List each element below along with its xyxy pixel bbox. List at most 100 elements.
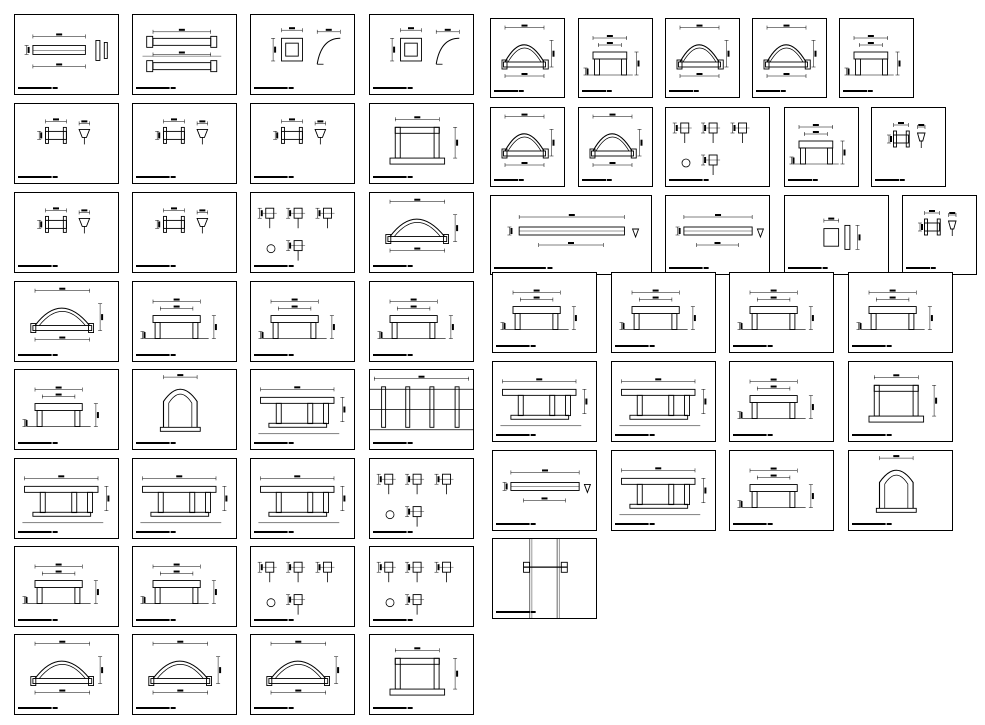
title-block-bar [18, 707, 52, 709]
panel-drawing-handle-legs [619, 467, 707, 516]
title-block-bar [407, 354, 413, 356]
drawing-sheet-panel [369, 369, 474, 450]
title-block-bar [530, 523, 536, 525]
title-block-bar [18, 265, 52, 267]
title-block-bar [852, 523, 886, 525]
panel-drawing-door-pull [523, 538, 568, 619]
drawing-sheet-panel [492, 272, 597, 353]
title-block-bar [288, 176, 294, 178]
panel-drawing-arch-tall [875, 455, 917, 513]
drawing-sheet-panel [490, 18, 565, 98]
panel-drawing-handle [856, 289, 933, 330]
title-block-bar [170, 265, 176, 267]
title-block-bar [547, 267, 553, 269]
panel-frame [250, 369, 355, 450]
panel-frame [369, 192, 474, 273]
title-block-bar [494, 267, 546, 269]
title-block-bar [254, 619, 288, 621]
panel-drawing-handle-legs [22, 475, 110, 524]
drawing-sheet-panel [14, 369, 119, 450]
drawing-sheet-panel [369, 192, 474, 273]
panel-drawing-arch [589, 113, 643, 167]
title-block-bar [518, 90, 524, 92]
panel-drawing-arch [676, 24, 730, 78]
title-block-bar [733, 345, 767, 347]
title-block-bar [767, 434, 773, 436]
title-block-bar [52, 531, 58, 533]
panel-drawing-handle [140, 298, 217, 339]
panel-drawing-arch [148, 640, 222, 695]
drawing-sheet-panel [132, 192, 237, 273]
panel-frame [492, 538, 597, 619]
title-block-bar [373, 176, 407, 178]
panel-drawing-handle-legs [258, 386, 346, 435]
drawing-sheet-panel [729, 450, 834, 531]
title-block-bar [530, 611, 536, 613]
panel-drawing-bar-long [502, 469, 592, 503]
title-block-bar [407, 707, 413, 709]
panel-frame [250, 192, 355, 273]
title-block-bar [52, 442, 58, 444]
panel-drawing-handle-legs [140, 475, 228, 524]
panel-frame [752, 18, 827, 98]
panel-drawing-handle-legs [500, 378, 588, 427]
title-block-bar [812, 179, 818, 181]
panel-frame [578, 107, 653, 187]
title-block-bar [288, 442, 294, 444]
title-block-bar [703, 179, 709, 181]
title-block-bar [669, 267, 703, 269]
drawing-sheet-panel [902, 195, 977, 275]
panel-drawing-handle-tall [868, 374, 938, 423]
title-block-bar [843, 90, 867, 92]
drawing-sheet-panel [369, 546, 474, 627]
drawing-sheet-panel [848, 450, 953, 531]
panel-frame [492, 272, 597, 353]
panel-frame [132, 281, 237, 362]
panel-drawing-arch-tall [159, 374, 201, 432]
panel-drawing-fittings [257, 207, 335, 261]
drawing-sheet-panel [14, 458, 119, 539]
panel-drawing-small-parts [918, 210, 957, 236]
title-block-bar [530, 434, 536, 436]
drawing-sheet-panel [14, 14, 119, 95]
drawing-sheet-panel [14, 281, 119, 362]
drawing-sheet-panel [492, 361, 597, 442]
title-block-bar [780, 90, 786, 92]
drawing-sheet-panel [132, 369, 237, 450]
title-block-bar [756, 90, 780, 92]
panel-frame [14, 281, 119, 362]
panel-drawing-square-part [823, 217, 861, 250]
drawing-sheet-panel [369, 458, 474, 539]
drawing-sheet-panel [369, 14, 474, 95]
title-block-bar [407, 442, 413, 444]
panel-drawing-handle [619, 289, 696, 330]
title-block-bar [136, 87, 170, 89]
drawing-sheet-panel [729, 361, 834, 442]
title-block-bar [867, 90, 873, 92]
title-block-bar [788, 179, 812, 181]
panel-drawing-handle [844, 35, 901, 76]
panel-drawing-handle-legs [258, 475, 346, 524]
panel-frame [729, 272, 834, 353]
panel-frame [729, 450, 834, 531]
panel-frame [250, 458, 355, 539]
panel-drawing-arch [763, 24, 817, 78]
panel-drawing-fittings [376, 561, 454, 615]
panel-drawing-handle-tall [389, 116, 459, 165]
drawing-sheet-panel [611, 361, 716, 442]
title-block-bar [496, 611, 530, 613]
drawing-sheet-panel [490, 107, 565, 187]
title-block-bar [254, 176, 288, 178]
title-block-bar [582, 90, 606, 92]
panel-drawing-bar-long [675, 214, 765, 247]
panel-frame [14, 634, 119, 715]
title-block-bar [669, 179, 703, 181]
title-block-bar [496, 523, 530, 525]
title-block-bar [669, 90, 693, 92]
drawing-sheet-panel [752, 18, 827, 98]
title-block-bar [767, 523, 773, 525]
panel-frame [490, 18, 565, 98]
title-block-bar [18, 87, 52, 89]
title-block-bar [170, 442, 176, 444]
title-block-bar [852, 345, 886, 347]
